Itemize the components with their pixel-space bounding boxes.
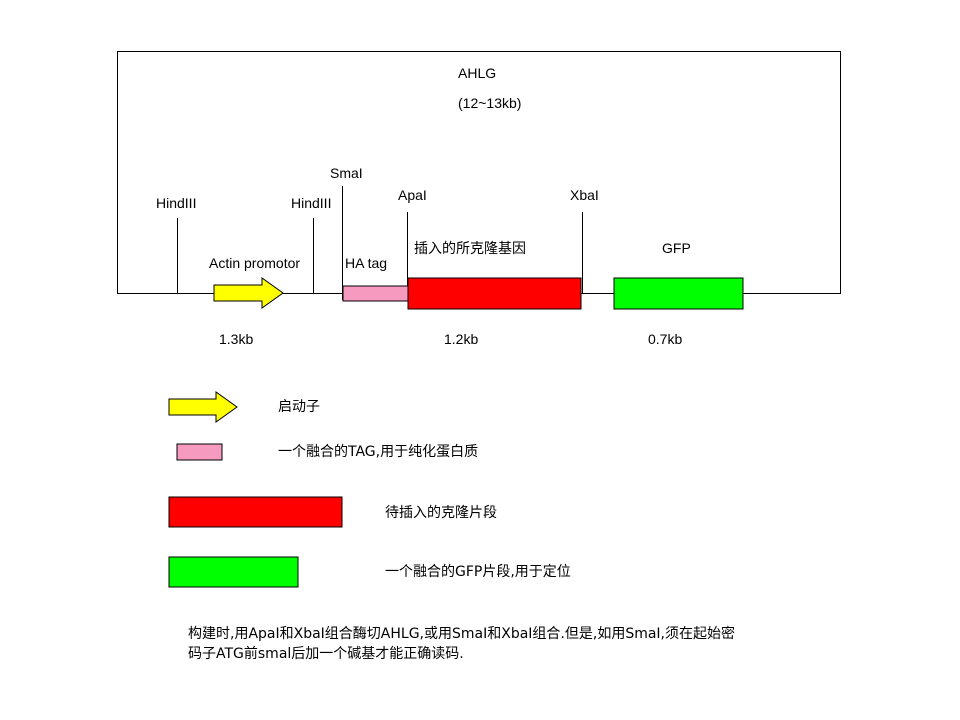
legend-label-tag: 一个融合的TAG,用于纯化蛋白质 [278,444,479,460]
construction-note: 构建时,用ApaI和XbaI组合酶切AHLG,或用SmaI和XbaI组合.但是,… [188,624,828,664]
insert-block [407,277,582,310]
legend-label-promoter: 启动子 [278,399,320,415]
vector-title: AHLG [458,65,496,81]
gfp-block [613,277,744,310]
site-label-hindiii-1: HindIII [156,195,196,211]
legend-gfp-swatch [168,556,299,588]
legend-promoter-swatch [168,391,238,423]
gfp-length: 0.7kb [648,331,682,347]
note-line-2: 码子ATG前smal后加一个碱基才能正确读码. [188,646,464,662]
site-label-smai: SmaI [330,165,363,181]
promoter-label: Actin promotor [209,255,300,271]
ha-tag-label: HA tag [345,255,387,271]
site-label-hindiii-2: HindIII [291,195,331,211]
site-label-xbai: XbaI [570,187,599,203]
legend-label-insert: 待插入的克隆片段 [385,505,497,521]
note-line-1: 构建时,用ApaI和XbaI组合酶切AHLG,或用SmaI和XbaI组合.但是,… [188,626,736,642]
ha-tag-block [342,285,409,302]
site-label-apai: ApaI [398,187,427,203]
insert-label: 插入的所克隆基因 [414,240,526,257]
vector-size: (12~13kb) [458,95,521,111]
promoter-arrow [213,277,284,309]
legend-insert-swatch [168,496,343,528]
legend-label-gfp: 一个融合的GFP片段,用于定位 [385,564,571,580]
legend-tag-swatch [176,443,223,461]
promoter-length: 1.3kb [219,331,253,347]
gfp-label: GFP [662,240,691,256]
insert-length: 1.2kb [444,331,478,347]
